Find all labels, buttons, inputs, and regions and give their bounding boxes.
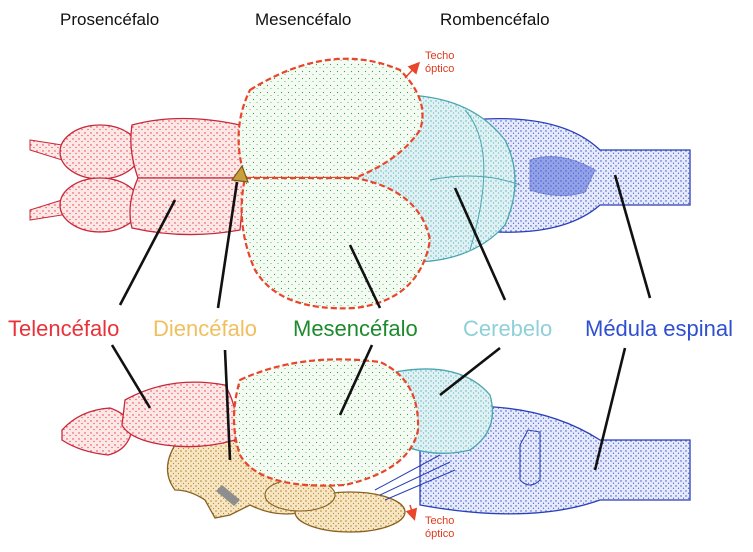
optic-tectum-lateral bbox=[234, 359, 418, 485]
note-optic-tectum-bottom-line2: óptico bbox=[425, 528, 454, 541]
label-diencephalon: Diencéfalo bbox=[153, 316, 257, 342]
note-optic-tectum-bottom: Techo óptico bbox=[425, 515, 454, 541]
telencephalon-upper-lobe bbox=[131, 119, 245, 179]
note-optic-tectum-bottom-line1: Techo bbox=[425, 515, 454, 528]
note-optic-tectum-top-line1: Techo bbox=[425, 50, 454, 63]
header-prosencephalon: Prosencéfalo bbox=[60, 10, 159, 30]
telencephalon-lower-lobe bbox=[130, 178, 245, 235]
optic-tectum-lower bbox=[242, 178, 430, 308]
header-rhombencephalon: Rombencéfalo bbox=[440, 10, 550, 30]
olfactory-bulb-upper bbox=[60, 125, 140, 179]
lateral-view bbox=[62, 359, 690, 532]
tectum-arrow-top bbox=[405, 64, 418, 78]
olfactory-bulb-lower bbox=[60, 178, 140, 232]
olfactory-bulb-lateral bbox=[62, 408, 132, 455]
header-mesencephalon: Mesencéfalo bbox=[255, 10, 351, 30]
label-mesencephalon: Mesencéfalo bbox=[293, 316, 418, 342]
note-optic-tectum-top-line2: óptico bbox=[425, 63, 454, 76]
label-cerebellum: Cerebelo bbox=[463, 316, 552, 342]
dorsal-view bbox=[30, 59, 690, 309]
olfactory-stalk-lower bbox=[30, 200, 62, 220]
olfactory-stalk-upper bbox=[30, 140, 62, 160]
label-telencephalon: Telencéfalo bbox=[8, 316, 119, 342]
tectum-arrow-bottom bbox=[410, 505, 414, 518]
label-spinal-cord: Médula espinal bbox=[585, 316, 733, 342]
note-optic-tectum-top: Techo óptico bbox=[425, 50, 454, 76]
